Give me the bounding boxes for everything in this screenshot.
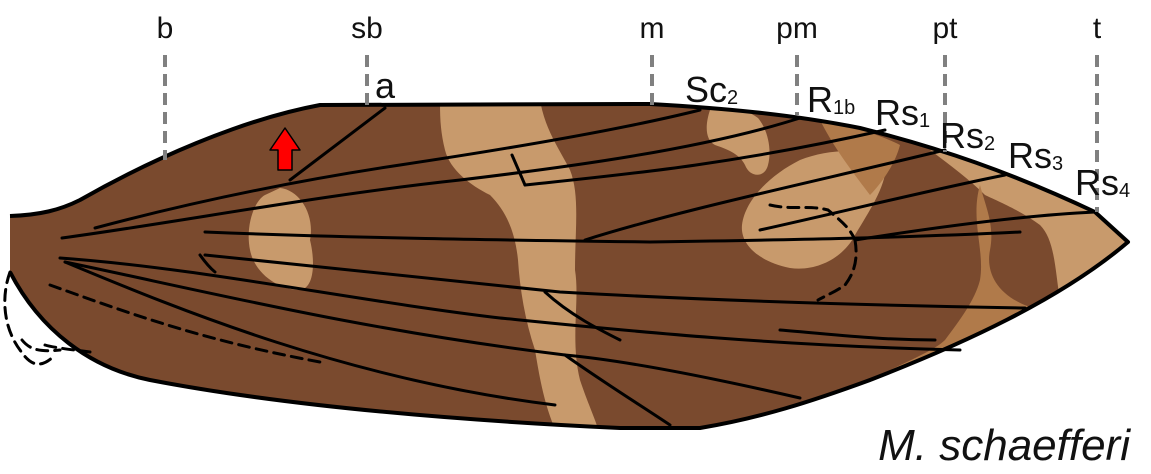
vein-label-rs2-base: Rs — [940, 115, 984, 156]
vein-label-sc2: Sc2 — [685, 69, 738, 110]
vein-label-rs3-base: Rs — [1008, 135, 1052, 176]
marker-b-label: b — [157, 12, 174, 45]
vein-label-r1b: R1b — [807, 79, 855, 120]
marker-sb-label: sb — [351, 12, 383, 45]
vein-label-a: a — [375, 65, 396, 106]
vein-label-rs3-sub: 3 — [1052, 153, 1063, 175]
species-name: M. schaefferi — [878, 421, 1131, 470]
vein-label-rs4: Rs4 — [1075, 162, 1130, 203]
marker-m-label: m — [640, 12, 665, 45]
vein-label-sc2-base: Sc — [685, 69, 727, 110]
vein-label-rs3: Rs3 — [1008, 135, 1063, 176]
position-labels: b sb m pm pt t — [157, 12, 1102, 45]
vein-label-rs4-sub: 4 — [1119, 180, 1130, 202]
vein-label-sc2-sub: 2 — [727, 87, 738, 109]
vein-label-r1b-sub: 1b — [833, 97, 855, 119]
vein-label-rs1-sub: 1 — [919, 110, 930, 132]
vein-label-rs1: Rs1 — [875, 92, 930, 133]
vein-label-r1b-base: R — [807, 79, 833, 120]
vein-label-rs1-base: Rs — [875, 92, 919, 133]
marker-pm-label: pm — [776, 12, 818, 45]
marker-t-label: t — [1093, 12, 1102, 45]
vein-label-rs2: Rs2 — [940, 115, 995, 156]
marker-pt-label: pt — [932, 12, 958, 45]
vein-label-rs2-sub: 2 — [984, 133, 995, 155]
vein-label-rs4-base: Rs — [1075, 162, 1119, 203]
vein-dashed-jugal-b — [22, 340, 60, 351]
